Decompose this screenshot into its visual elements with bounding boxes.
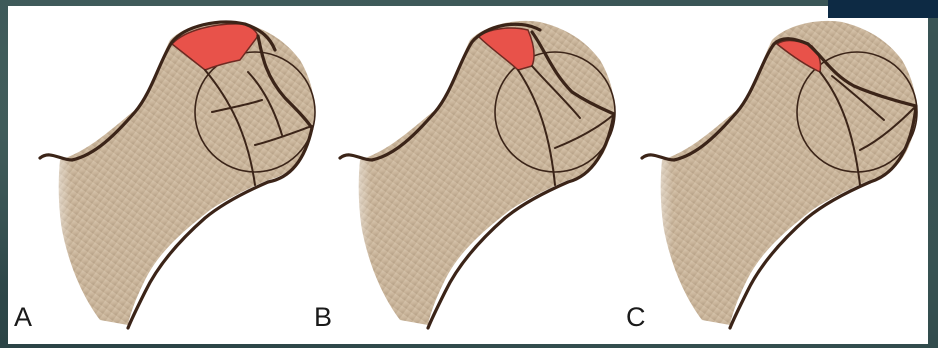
corner-block (828, 0, 938, 18)
shaft-fade (40, 150, 130, 330)
shaft-fade (642, 150, 732, 330)
label-c: C (626, 302, 646, 332)
label-a: A (14, 302, 32, 332)
shaft-fade (340, 150, 430, 330)
label-b: B (314, 302, 332, 332)
